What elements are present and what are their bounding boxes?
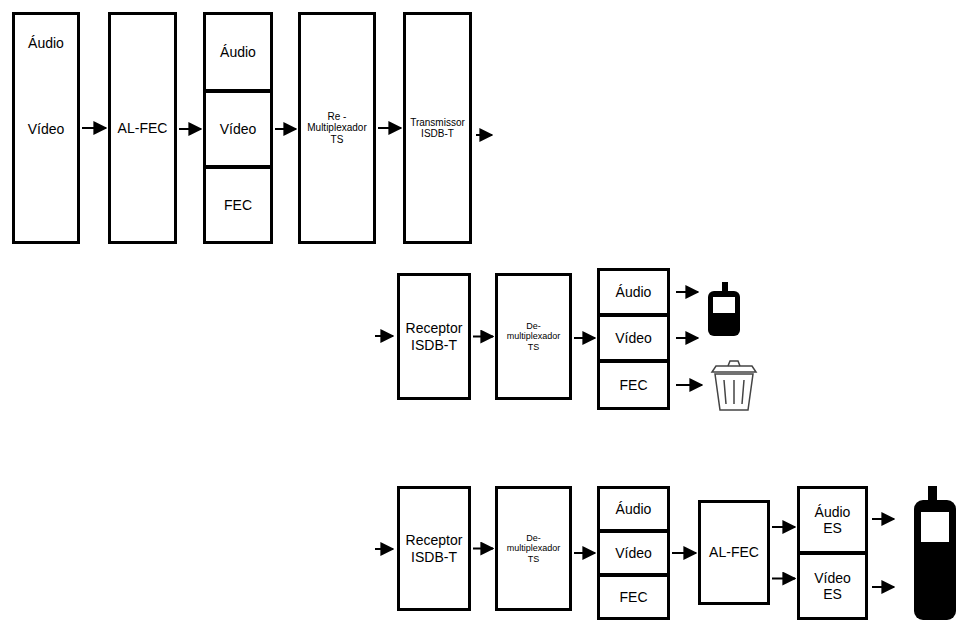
node-label: Receptor ISDB-T — [404, 532, 464, 564]
stream-box: Áudio — [597, 268, 670, 316]
node-label: Áudio — [616, 284, 652, 300]
node-label: Re - Multiplexador TS — [305, 111, 369, 146]
flow-arrow — [574, 552, 595, 554]
node-label: AL-FEC — [118, 120, 168, 136]
stream-box: Áudio — [597, 486, 670, 532]
node-label: De- multiplexador TS — [502, 321, 565, 352]
node-label: Receptor ISDB-T — [404, 320, 464, 352]
flow-arrow — [574, 337, 595, 339]
flow-arrow — [772, 578, 795, 580]
node-label: AL-FEC — [709, 544, 759, 560]
node-label: FEC — [620, 589, 648, 605]
stream-box: FEC — [597, 574, 670, 620]
node-label: Áudio ES — [808, 504, 857, 536]
node-label: Vídeo — [220, 121, 257, 137]
node-label: Áudio — [220, 44, 256, 60]
process-box: De- multiplexador TS — [495, 486, 572, 611]
stream-box: Vídeo — [597, 530, 670, 576]
phone-icon — [708, 282, 740, 336]
flow-arrow — [772, 526, 795, 528]
node-label: FEC — [224, 197, 252, 213]
flow-arrow — [473, 548, 493, 550]
node-label: Vídeo — [28, 121, 65, 137]
stream-box: FEC — [597, 360, 670, 410]
process-box: De- multiplexador TS — [495, 273, 572, 400]
process-box: Receptor ISDB-T — [397, 486, 471, 611]
process-box: Transmissor ISDB-T — [403, 12, 472, 244]
stream-box: Áudio — [203, 12, 273, 92]
node-label: Áudio — [616, 501, 652, 517]
flow-arrow — [275, 128, 296, 130]
process-box: AL-FEC — [698, 500, 770, 605]
stream-box: FEC — [203, 166, 273, 244]
node-label: Vídeo — [615, 545, 652, 561]
node-label: Transmissor ISDB-T — [410, 117, 465, 140]
process-box: Receptor ISDB-T — [397, 273, 471, 400]
node-label: Vídeo ES — [808, 570, 857, 602]
source-box: ÁudioVídeo — [12, 12, 80, 244]
trash-icon — [712, 361, 756, 410]
node-label: De- multiplexador TS — [502, 533, 565, 564]
flow-arrow — [82, 127, 106, 129]
phone-icon — [914, 486, 956, 620]
node-label: FEC — [620, 377, 648, 393]
flow-arrow — [179, 128, 201, 130]
node-label: Vídeo — [615, 330, 652, 346]
flow-arrow — [378, 127, 401, 129]
flow-arrow — [672, 552, 696, 554]
stream-box: Áudio ES — [797, 486, 868, 554]
flow-arrow — [473, 336, 493, 338]
stream-box: Vídeo — [597, 314, 670, 362]
node-label: Áudio — [28, 35, 64, 51]
stream-box: Vídeo ES — [797, 552, 868, 620]
stream-box: Vídeo — [203, 90, 273, 168]
process-box: AL-FEC — [108, 12, 177, 244]
process-box: Re - Multiplexador TS — [298, 12, 376, 244]
